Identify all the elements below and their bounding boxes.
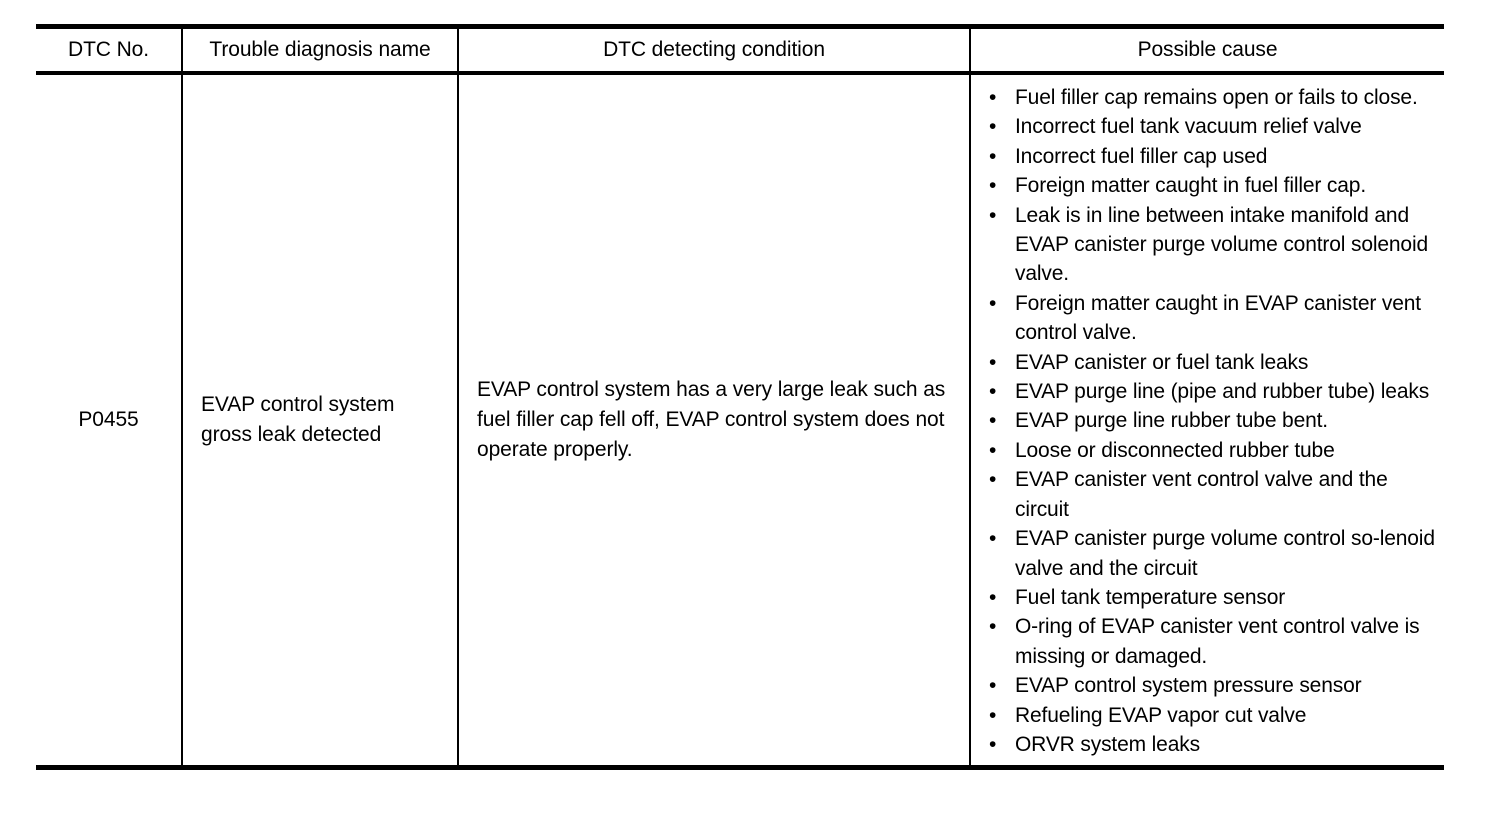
possible-cause-item-label: EVAP canister or fuel tank leaks: [1015, 350, 1309, 374]
bullet-icon: •: [989, 409, 997, 433]
bullet-icon: •: [989, 86, 997, 109]
bullet-icon: •: [989, 674, 997, 698]
cell-dtc-no: P0455: [78, 408, 139, 432]
bullet-icon: •: [989, 203, 997, 227]
bullet-icon: •: [989, 438, 997, 462]
possible-cause-item: • O-ring of EVAP canister vent control va…: [985, 612, 1444, 671]
possible-cause-list: • Fuel filler cap remains open or fails t…: [985, 83, 1444, 759]
bullet-icon: •: [989, 115, 997, 139]
possible-cause-item: • Refueling EVAP vapor cut valve: [985, 701, 1444, 730]
bullet-icon: •: [989, 615, 997, 639]
possible-cause-item: • Leak is in line between intake manifold…: [985, 201, 1444, 289]
bullet-icon: •: [989, 380, 997, 404]
cell-possible-cause: • Fuel filler cap remains open or fails t…: [969, 73, 1444, 768]
possible-cause-item-label: Fuel tank temperature sensor: [1015, 585, 1286, 609]
table-header-row: DTC No. Trouble diagnosis name DTC detec…: [36, 26, 1444, 73]
column-header-dtc-detecting-condition: DTC detecting condition: [457, 26, 970, 73]
bullet-icon: •: [989, 527, 997, 551]
possible-cause-item: • Incorrect fuel tank vacuum relief valve: [985, 112, 1444, 141]
table-body: P0455 EVAP control system gross leak det…: [36, 73, 1444, 768]
column-header-dtc-no: DTC No.: [68, 38, 149, 61]
possible-cause-item-label: Incorrect fuel tank vacuum relief valve: [1015, 115, 1362, 139]
bullet-icon: •: [989, 703, 997, 727]
possible-cause-item: • EVAP canister vent control valve and th…: [985, 465, 1444, 524]
possible-cause-item: • Foreign matter caught in fuel filler ca…: [985, 171, 1444, 200]
cell-dtc-detecting-condition: EVAP control system has a very large lea…: [457, 73, 970, 768]
possible-cause-item-label: Leak is in line between intake manifold …: [1015, 203, 1429, 286]
possible-cause-item-label: Loose or disconnected rubber tube: [1015, 438, 1335, 462]
bullet-icon: •: [989, 468, 997, 492]
possible-cause-item-label: Foreign matter caught in EVAP canister v…: [1015, 291, 1421, 345]
possible-cause-item: • Fuel filler cap remains open or fails t…: [985, 83, 1444, 112]
possible-cause-item: • ORVR system leaks: [985, 730, 1444, 759]
possible-cause-item-label: EVAP canister vent control valve and the…: [1015, 468, 1388, 521]
possible-cause-item: • EVAP purge line (pipe and rubber tube) …: [985, 377, 1444, 406]
possible-cause-item-label: Refueling EVAP vapor cut valve: [1015, 703, 1307, 727]
bullet-icon: •: [989, 585, 997, 609]
column-header-possible-cause: Possible cause: [969, 26, 1444, 73]
bullet-icon: •: [989, 732, 997, 756]
possible-cause-item-label: Incorrect fuel filler cap used: [1015, 144, 1268, 168]
possible-cause-item-label: EVAP canister purge volume control so-le…: [1015, 527, 1435, 580]
possible-cause-item: • Fuel tank temperature sensor: [985, 583, 1444, 612]
table-header: DTC No. Trouble diagnosis name DTC detec…: [36, 26, 1444, 73]
bullet-icon: •: [989, 350, 997, 374]
bullet-icon: •: [989, 174, 997, 198]
possible-cause-item-label: Foreign matter caught in fuel filler cap…: [1015, 174, 1367, 198]
table-row: P0455 EVAP control system gross leak det…: [36, 73, 1444, 768]
possible-cause-item-label: Fuel filler cap remains open or fails to…: [1015, 86, 1418, 109]
bullet-icon: •: [989, 144, 997, 168]
possible-cause-item: • Loose or disconnected rubber tube: [985, 436, 1444, 465]
possible-cause-item: • Foreign matter caught in EVAP canister …: [985, 289, 1444, 348]
possible-cause-item-label: EVAP purge line (pipe and rubber tube) l…: [1015, 380, 1430, 404]
possible-cause-item: • EVAP purge line rubber tube bent.: [985, 406, 1444, 435]
dtc-table: DTC No. Trouble diagnosis name DTC detec…: [36, 24, 1444, 770]
possible-cause-item: • EVAP canister purge volume control so-l…: [985, 524, 1444, 583]
bullet-icon: •: [989, 291, 997, 315]
possible-cause-item: • EVAP control system pressure sensor: [985, 671, 1444, 700]
possible-cause-item-label: ORVR system leaks: [1015, 732, 1200, 756]
possible-cause-item-label: EVAP purge line rubber tube bent.: [1015, 409, 1328, 433]
possible-cause-item: • EVAP canister or fuel tank leaks: [985, 348, 1444, 377]
column-header-trouble-diagnosis-name: Trouble diagnosis name: [181, 26, 458, 73]
possible-cause-item-label: EVAP control system pressure sensor: [1015, 674, 1362, 698]
cell-trouble-diagnosis-name: EVAP control system gross leak detected: [181, 73, 458, 768]
possible-cause-item-label: O-ring of EVAP canister vent control val…: [1015, 615, 1420, 668]
possible-cause-item: • Incorrect fuel filler cap used: [985, 142, 1444, 171]
